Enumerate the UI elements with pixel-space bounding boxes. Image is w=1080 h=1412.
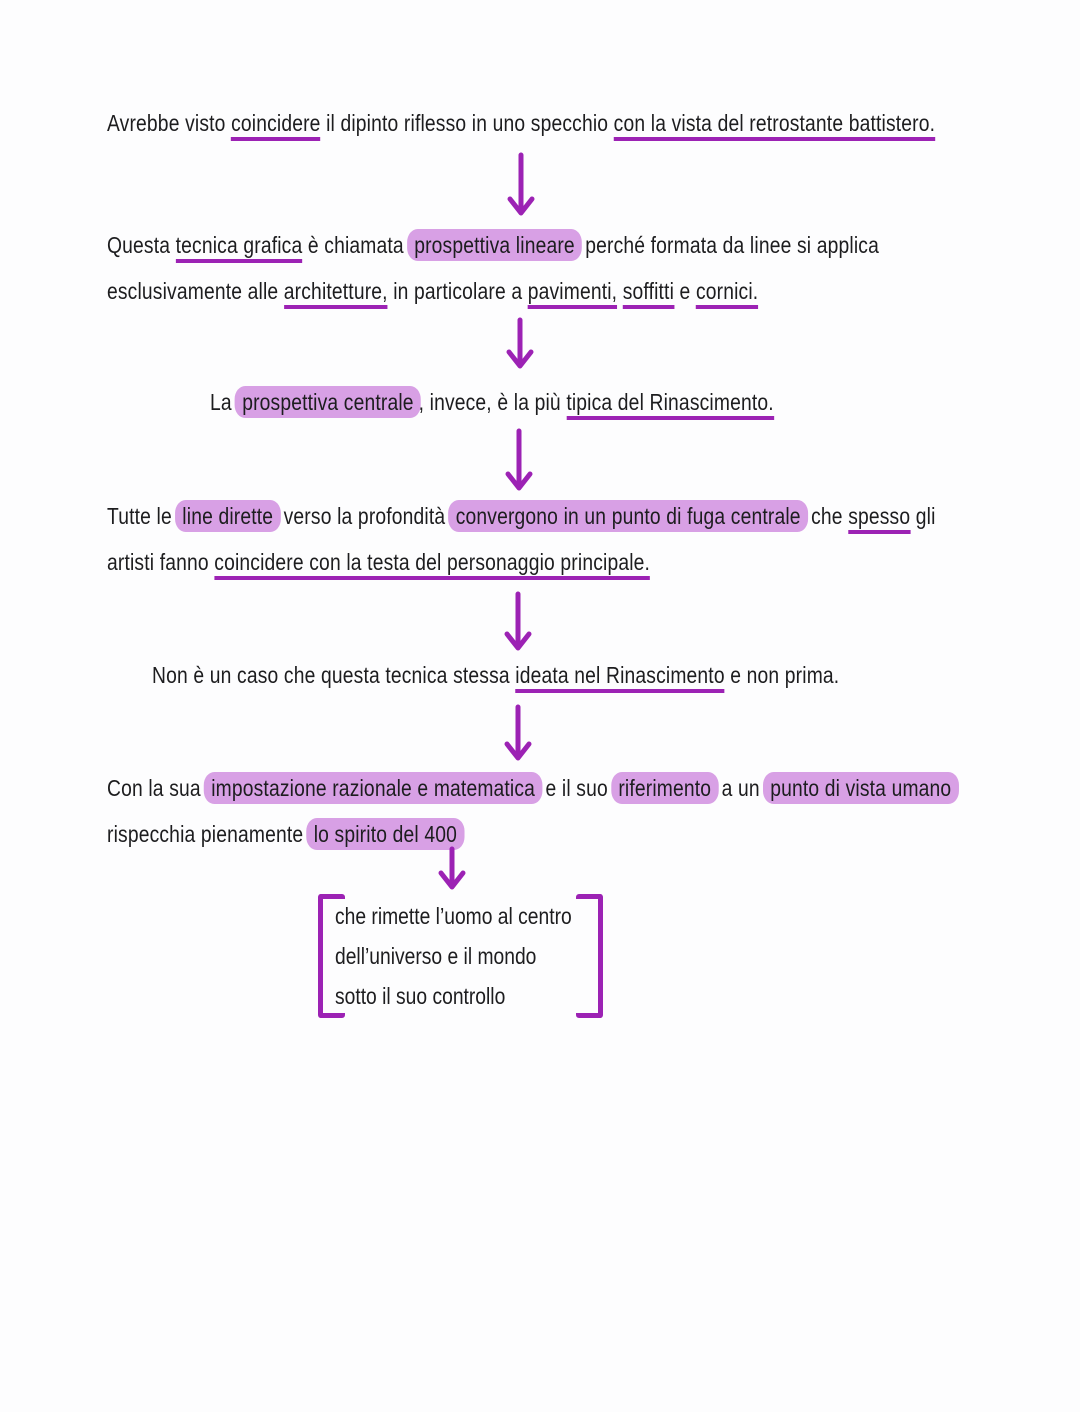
underlined-text: pavimenti, [527,278,618,309]
plain-text: esclusivamente alle [107,278,284,304]
highlighted-text: riferimento [610,772,719,804]
paragraph-2: Questa tecnica grafica è chiamata prospe… [107,222,879,314]
plain-text: verso la profondità [278,503,451,529]
underlined-text: tipica del Rinascimento. [566,389,774,420]
plain-text: artisti fanno [107,549,215,575]
paragraph-6: Con la sua impostazione razionale e mate… [107,765,959,857]
underlined-text: ideata nel Rinascimento [515,662,725,693]
bracket-note-text: che rimette l’uomo al centro dell’univer… [335,896,572,1016]
text-line: Tutte le line dirette verso la profondit… [107,493,936,539]
highlighted-text: line dirette [174,500,281,532]
text-line: Con la sua impostazione razionale e mate… [107,765,959,811]
right-bracket-icon [576,894,603,1018]
text-line: esclusivamente alle architetture, in par… [107,268,879,314]
text-line: Questa tecnica grafica è chiamata prospe… [107,222,879,268]
underlined-text: tecnica grafica [175,232,303,263]
highlighted-text: lo spirito del 400 [306,818,465,850]
plain-text: , invece, è la più [418,389,567,415]
plain-text: perché formata da linee si applica [579,232,879,258]
plain-text: in particolare a [387,278,528,304]
plain-text: Questa [107,232,176,258]
text-line: Avrebbe visto coincidere il dipinto rifl… [107,100,936,146]
highlighted-text: prospettiva centrale [234,386,422,418]
paragraph-4: Tutte le line dirette verso la profondit… [107,493,936,585]
plain-text: rispecchia pienamente [107,821,309,847]
left-bracket-icon [318,894,345,1018]
down-arrow-icon [438,846,466,890]
down-arrow-icon [504,591,532,651]
plain-text: Avrebbe visto [107,110,232,136]
bracket-note: che rimette l’uomo al centro dell’univer… [318,894,603,1018]
plain-text: e [674,278,696,304]
plain-text: Con la sua [107,775,207,801]
plain-text: La [210,389,238,415]
highlighted-text: convergono in un punto di fuga centrale [448,500,809,532]
highlighted-text: prospettiva lineare [406,229,583,261]
down-arrow-icon [505,428,533,491]
highlighted-text: impostazione razionale e matematica [203,772,543,804]
bracket-note-line-3: sotto il suo controllo [335,983,506,1009]
plain-text: e non prima. [724,662,840,688]
bracket-note-line-2: dell’universo e il mondo [335,943,537,969]
plain-text: è chiamata [302,232,410,258]
text-line: La prospettiva centrale, invece, è la pi… [210,379,774,425]
plain-text: gli [910,503,936,529]
plain-text: Non è un caso che questa tecnica stessa [152,662,516,688]
underlined-text: con la vista del retrostante battistero. [613,110,936,141]
underlined-text: soffitti [622,278,675,309]
plain-text: e il suo [539,775,614,801]
plain-text: che [805,503,849,529]
underlined-text: cornici. [695,278,759,309]
underlined-text: coincidere [231,110,321,141]
paragraph-3: La prospettiva centrale, invece, è la pi… [210,379,774,425]
paragraph-5: Non è un caso che questa tecnica stessa … [152,652,839,698]
down-arrow-icon [507,152,535,216]
plain-text: Tutte le [107,503,178,529]
paragraph-1: Avrebbe visto coincidere il dipinto rifl… [107,100,936,146]
text-line: artisti fanno coincidere con la testa de… [107,539,936,585]
text-line: Non è un caso che questa tecnica stessa … [152,652,839,698]
down-arrow-icon [506,317,534,369]
plain-text: a un [716,775,766,801]
plain-text: il dipinto riflesso in uno specchio [320,110,614,136]
underlined-text: spesso [848,503,911,534]
highlighted-text: punto di vista umano [762,772,959,804]
underlined-text: architetture, [283,278,388,309]
bracket-note-line-1: che rimette l’uomo al centro [335,903,572,929]
text-line: rispecchia pienamente lo spirito del 400 [107,811,956,857]
underlined-text: coincidere con la testa del personaggio … [214,549,651,580]
down-arrow-icon [504,704,532,761]
